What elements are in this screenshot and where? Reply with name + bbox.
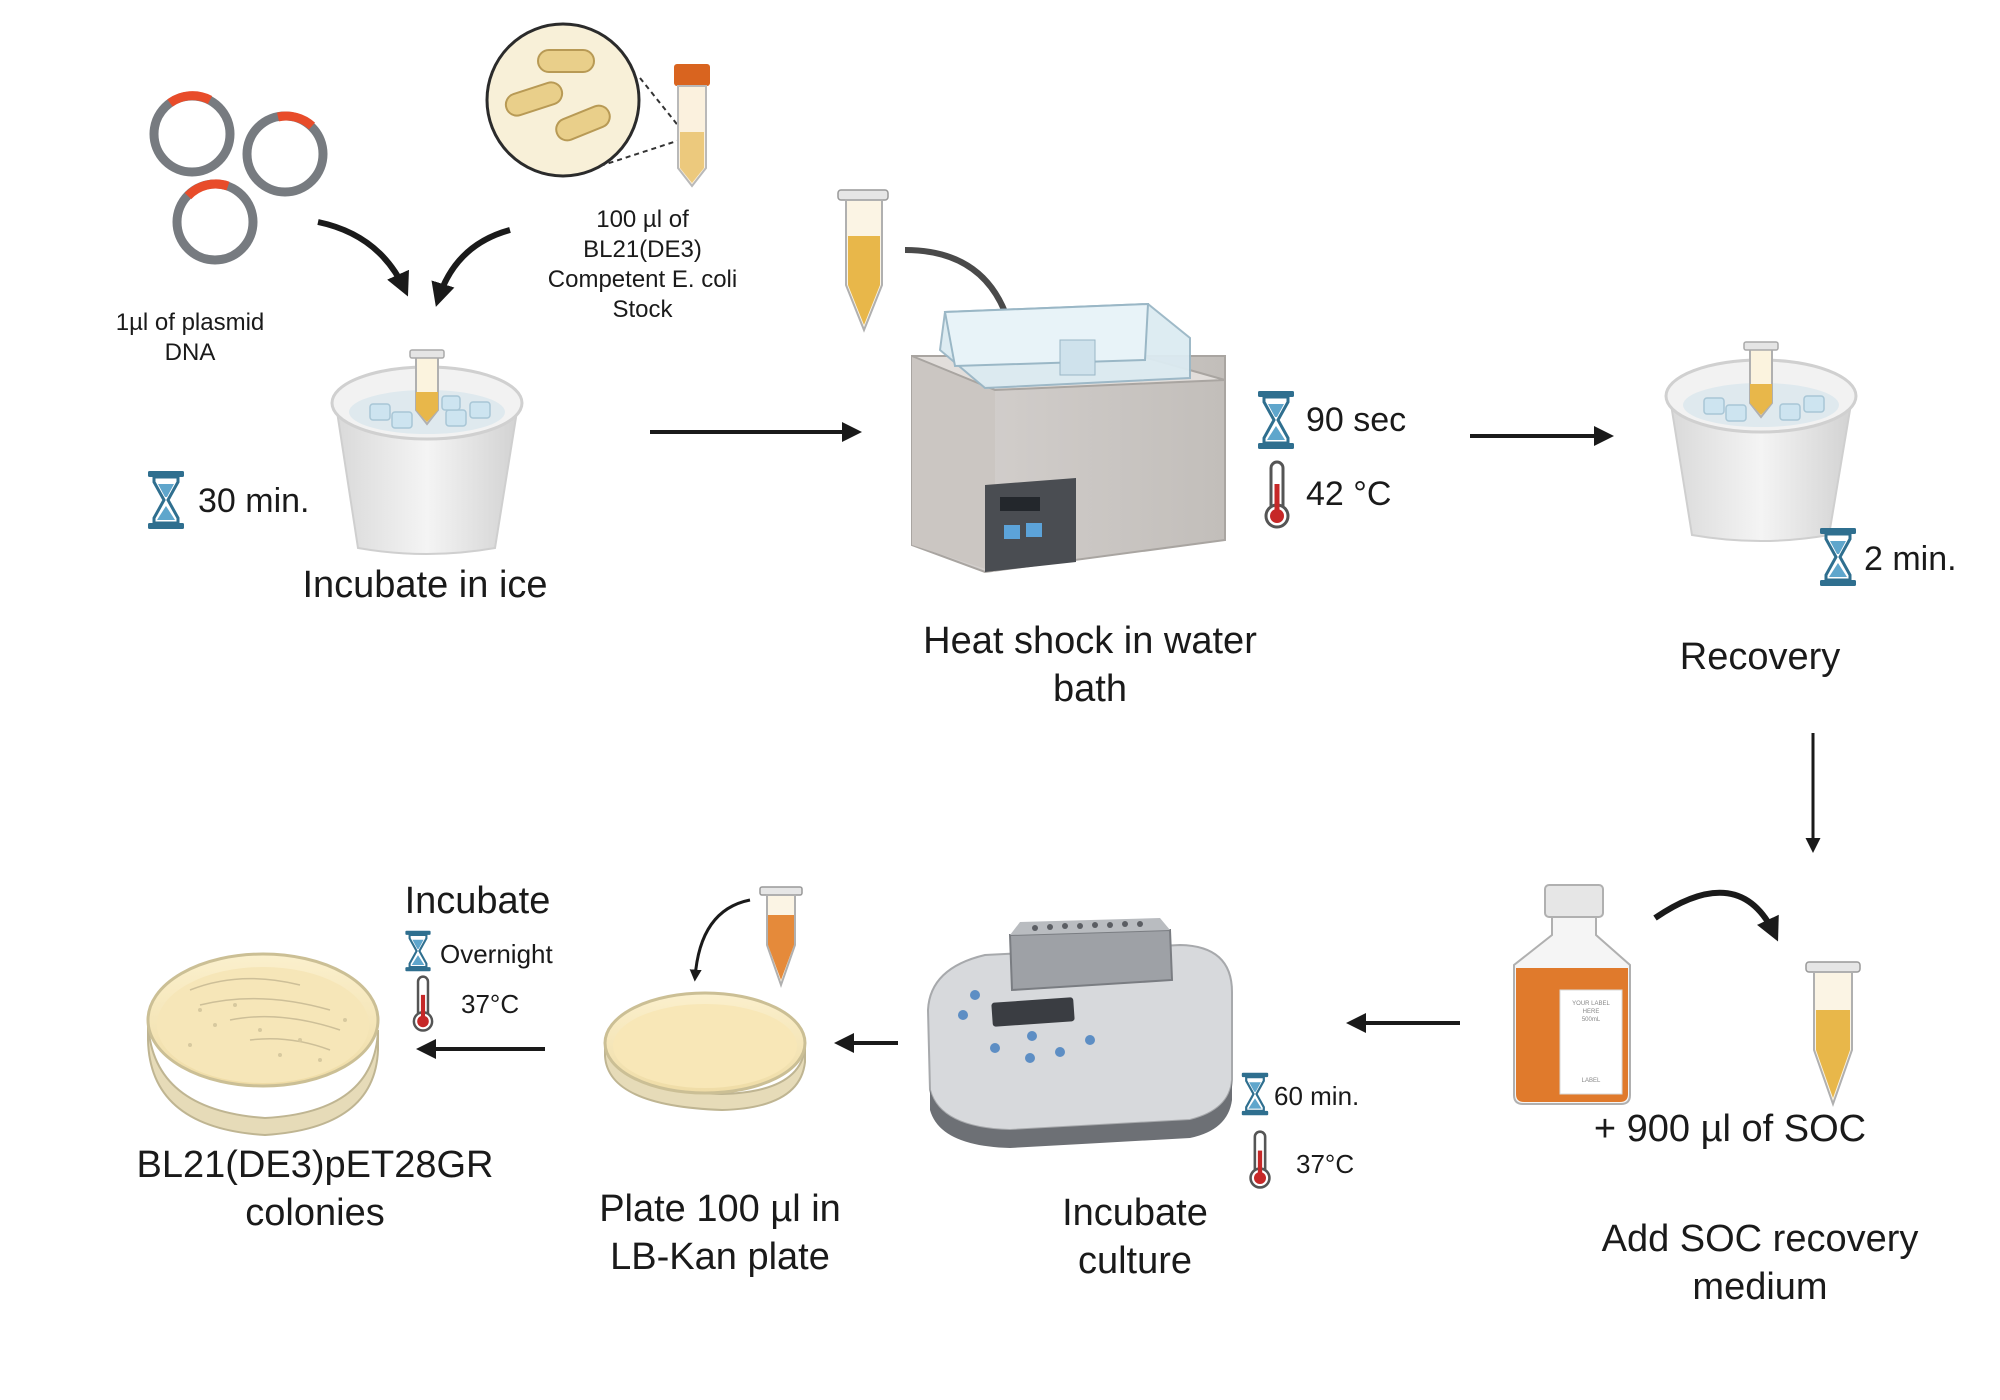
culture-label-line1: Incubate [1062,1192,1208,1234]
thermometer-icon [412,975,434,1032]
plasmid-label-line2: DNA [164,339,216,366]
falcon-tube-icon [674,64,710,188]
arrow-plasmid-to-ice [317,219,409,297]
recovery-time-label: 2 min. [1864,540,1957,578]
competent-label-line2: BL21(DE3) [583,236,702,263]
plasmid-icon [149,91,328,265]
thermomixer-icon [926,918,1233,1148]
tube-icon [1805,961,1861,1108]
final-label-line1: BL21(DE3)pET28GR [136,1144,494,1186]
final-temp-label: 37°C [461,989,520,1019]
hourglass-icon [1256,390,1296,450]
soc-bottle-icon: YOUR LABEL HERE 500mL LABEL [1513,884,1631,1105]
hourglass-icon [1818,527,1858,587]
final-time-label: Overnight [440,939,553,969]
plate-step-label: Plate 100 µl in LB-Kan plate [575,1186,865,1281]
soc-label-line1: Add SOC recovery [1601,1218,1919,1260]
culture-time-label: 60 min. [1274,1081,1360,1111]
plate-label-line1: Plate 100 µl in [599,1188,841,1230]
bottle-label-text: 500mL [1582,1017,1601,1023]
hourglass-icon [146,470,186,530]
competent-cells-label: 100 µl of BL21(DE3) Competent E. coli St… [525,205,760,325]
bottle-label-text: LABEL [1582,1078,1601,1084]
competent-label-line1: 100 µl of [596,206,689,233]
plasmid-label-line1: 1µl of plasmid [115,309,265,336]
competent-label-line3: Competent E. coli [547,266,738,293]
bottle-label-text: YOUR LABEL [1572,1001,1610,1007]
soc-amount-label: + 900 µl of SOC [1593,1108,1867,1150]
plasmid-label: 1µl of plasmid DNA [90,308,290,368]
ice-step-label: Incubate in ice [302,564,548,606]
bacteria-magnified-icon [485,22,681,178]
colony-plate-icon [146,952,380,1137]
bottle-label-text: HERE [1583,1009,1600,1015]
ice-bucket-icon [1664,341,1858,542]
culture-step-label: Incubate culture [1030,1190,1240,1285]
thermometer-icon [1249,1130,1271,1189]
tube-icon [759,886,803,989]
culture-label-line2: culture [1077,1239,1193,1282]
final-label-line2: colonies [245,1191,385,1234]
competent-label-line4: Stock [612,296,673,323]
arrow-soc-to-tube [1653,889,1779,942]
arrow-tube-to-plate [689,898,751,982]
culture-temp-label: 37°C [1296,1149,1355,1179]
tube-icon [837,189,889,333]
hourglass-icon [1240,1072,1270,1116]
final-step-label: BL21(DE3)pET28GR colonies [120,1142,510,1237]
hourglass-icon [404,930,432,972]
heat-time-label: 90 sec [1306,401,1407,439]
ice-bucket-icon [330,349,524,555]
heat-temp-label: 42 °C [1306,475,1392,513]
water-bath-icon [911,302,1226,574]
heat-label-line2: bath [1053,667,1127,710]
plate-label-line2: LB-Kan plate [610,1235,830,1278]
petri-dish-icon [603,991,807,1112]
thermometer-icon [1264,460,1290,529]
soc-step-label: Add SOC recovery medium [1570,1216,1950,1311]
soc-label-line2: medium [1692,1265,1828,1308]
arrow-cells-to-ice [431,227,511,307]
heat-step-label: Heat shock in water bath [890,618,1290,713]
heat-label-line1: Heat shock in water [923,620,1257,662]
recovery-step-label: Recovery [1679,636,1841,678]
ice-time-label: 30 min. [198,482,310,520]
final-incubate-heading: Incubate [404,880,551,922]
